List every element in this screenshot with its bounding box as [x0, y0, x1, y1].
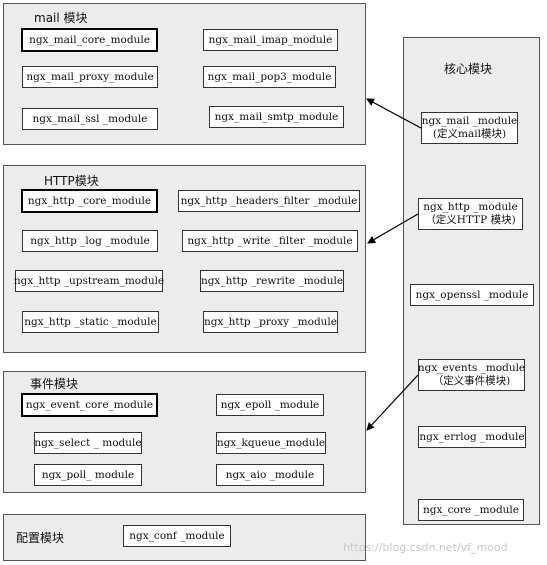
core-mail-module-name: ngx_mail _module	[421, 115, 518, 127]
http-static-module: ngx_http _static _module	[22, 311, 159, 333]
core-events-module: ngx_events _module （定义事件模块)	[418, 359, 525, 391]
mail-pop3-module: ngx_mail_pop3_module	[203, 66, 336, 88]
core-mail-module-desc: (定义mail模块)	[432, 128, 507, 140]
http-core-module: ngx_http _core_module	[21, 189, 158, 213]
arrow-http	[367, 213, 419, 244]
core-events-module-desc: （定义事件模块)	[432, 375, 511, 387]
core-events-module-name: ngx_events _module	[417, 362, 526, 374]
core-errlog-module: ngx_errlog _module	[418, 426, 526, 448]
core-mail-module: ngx_mail _module (定义mail模块)	[421, 112, 518, 144]
aio-module: ngx_aio _module	[216, 464, 324, 486]
epoll-module: ngx_epoll _module	[216, 394, 324, 416]
mail-smtp-module: ngx_mail_smtp_module	[209, 106, 344, 128]
http-headers-filter-module: ngx_http _headers_filter _module	[178, 190, 360, 212]
http-rewrite-module: ngx_http _rewrite _module	[200, 270, 344, 292]
core-openssl-module: ngx_openssl _module	[410, 284, 534, 306]
kqueue-module: ngx_kqueue_module	[216, 432, 326, 454]
arrow-events	[366, 374, 419, 431]
mail-group-title: mail 模块	[34, 11, 88, 25]
core-http-module: ngx_http _module （定义HTTP 模块)	[418, 198, 523, 230]
http-proxy-module: ngx_http _proxy _module	[203, 311, 338, 333]
watermark: https://blog.csdn.net/vf_mood	[343, 541, 508, 554]
conf-module: ngx_conf _module	[123, 525, 231, 547]
core-http-module-name: ngx_http _module	[423, 201, 518, 213]
select-module: ngx_select _ module	[34, 432, 142, 454]
http-upstream-module: ngx_http _upstream_module	[14, 270, 164, 292]
core-core-module: ngx_core _module	[418, 499, 524, 521]
mail-ssl-module: ngx_mail_ssl _module	[22, 108, 158, 130]
event-group-title: 事件模块	[30, 377, 79, 391]
core-group-title: 核心模块	[444, 62, 493, 76]
event-core-module: ngx_event_core_module	[21, 393, 158, 417]
http-group-title: HTTP模块	[44, 174, 99, 188]
conf-group-title: 配置模块	[16, 531, 65, 545]
mail-proxy-module: ngx_mail_proxy_module	[22, 66, 158, 88]
http-log-module: ngx_http _log _module	[22, 230, 158, 252]
http-write-filter-module: ngx_http _write _filter _module	[182, 230, 358, 252]
mail-imap-module: ngx_mail_imap_module	[203, 29, 338, 51]
poll-module: ngx_poll_ module	[34, 464, 142, 486]
core-http-module-desc: （定义HTTP 模块)	[425, 214, 516, 226]
mail-core-module: ngx_mail_core_module	[21, 28, 158, 52]
arrow-mail	[366, 98, 422, 129]
